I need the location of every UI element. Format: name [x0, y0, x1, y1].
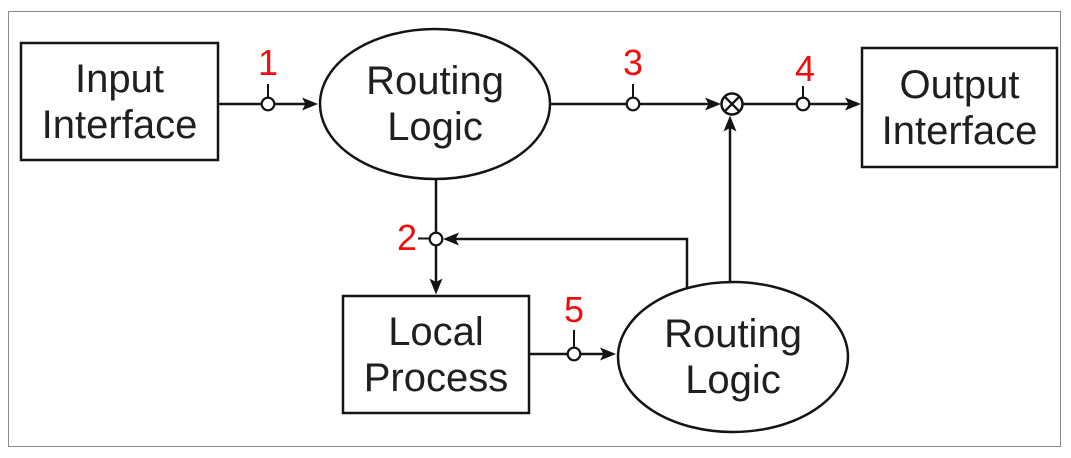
local-process-box — [341, 294, 531, 415]
arrowhead-right-icon — [705, 97, 721, 111]
connector-routing-to-local — [418, 178, 444, 295]
connector-line — [454, 237, 689, 289]
junction-point-3 — [625, 96, 641, 112]
connector-local-to-routing-bottom — [529, 330, 616, 362]
arrowhead-right-icon — [600, 347, 616, 361]
arrowhead-right-icon — [845, 97, 861, 111]
arrowhead-up-icon — [723, 115, 737, 132]
multiplier-cross-line — [723, 95, 741, 113]
arrowhead-right-icon — [302, 97, 318, 111]
arrowhead-left-icon — [443, 232, 459, 246]
junction-point-1 — [260, 96, 276, 112]
input-interface-box — [19, 41, 220, 162]
junction-point-2 — [428, 231, 444, 247]
arrowhead-down-icon — [429, 278, 443, 295]
connector-feedback-to-junction2 — [443, 232, 689, 289]
routing-logic-top-ellipse — [318, 27, 552, 181]
output-interface-box — [860, 46, 1059, 169]
connector-routing-to-multiplier — [550, 84, 721, 112]
connector-input-to-routing — [218, 84, 318, 112]
routing-logic-bottom-ellipse — [616, 280, 850, 434]
multiplier-junction-icon — [720, 92, 744, 116]
junction-point-5 — [566, 346, 582, 362]
connector-multiplier-to-output — [743, 86, 861, 112]
connector-routing-bottom-to-multiplier — [723, 115, 737, 283]
junction-point-4 — [795, 96, 811, 112]
